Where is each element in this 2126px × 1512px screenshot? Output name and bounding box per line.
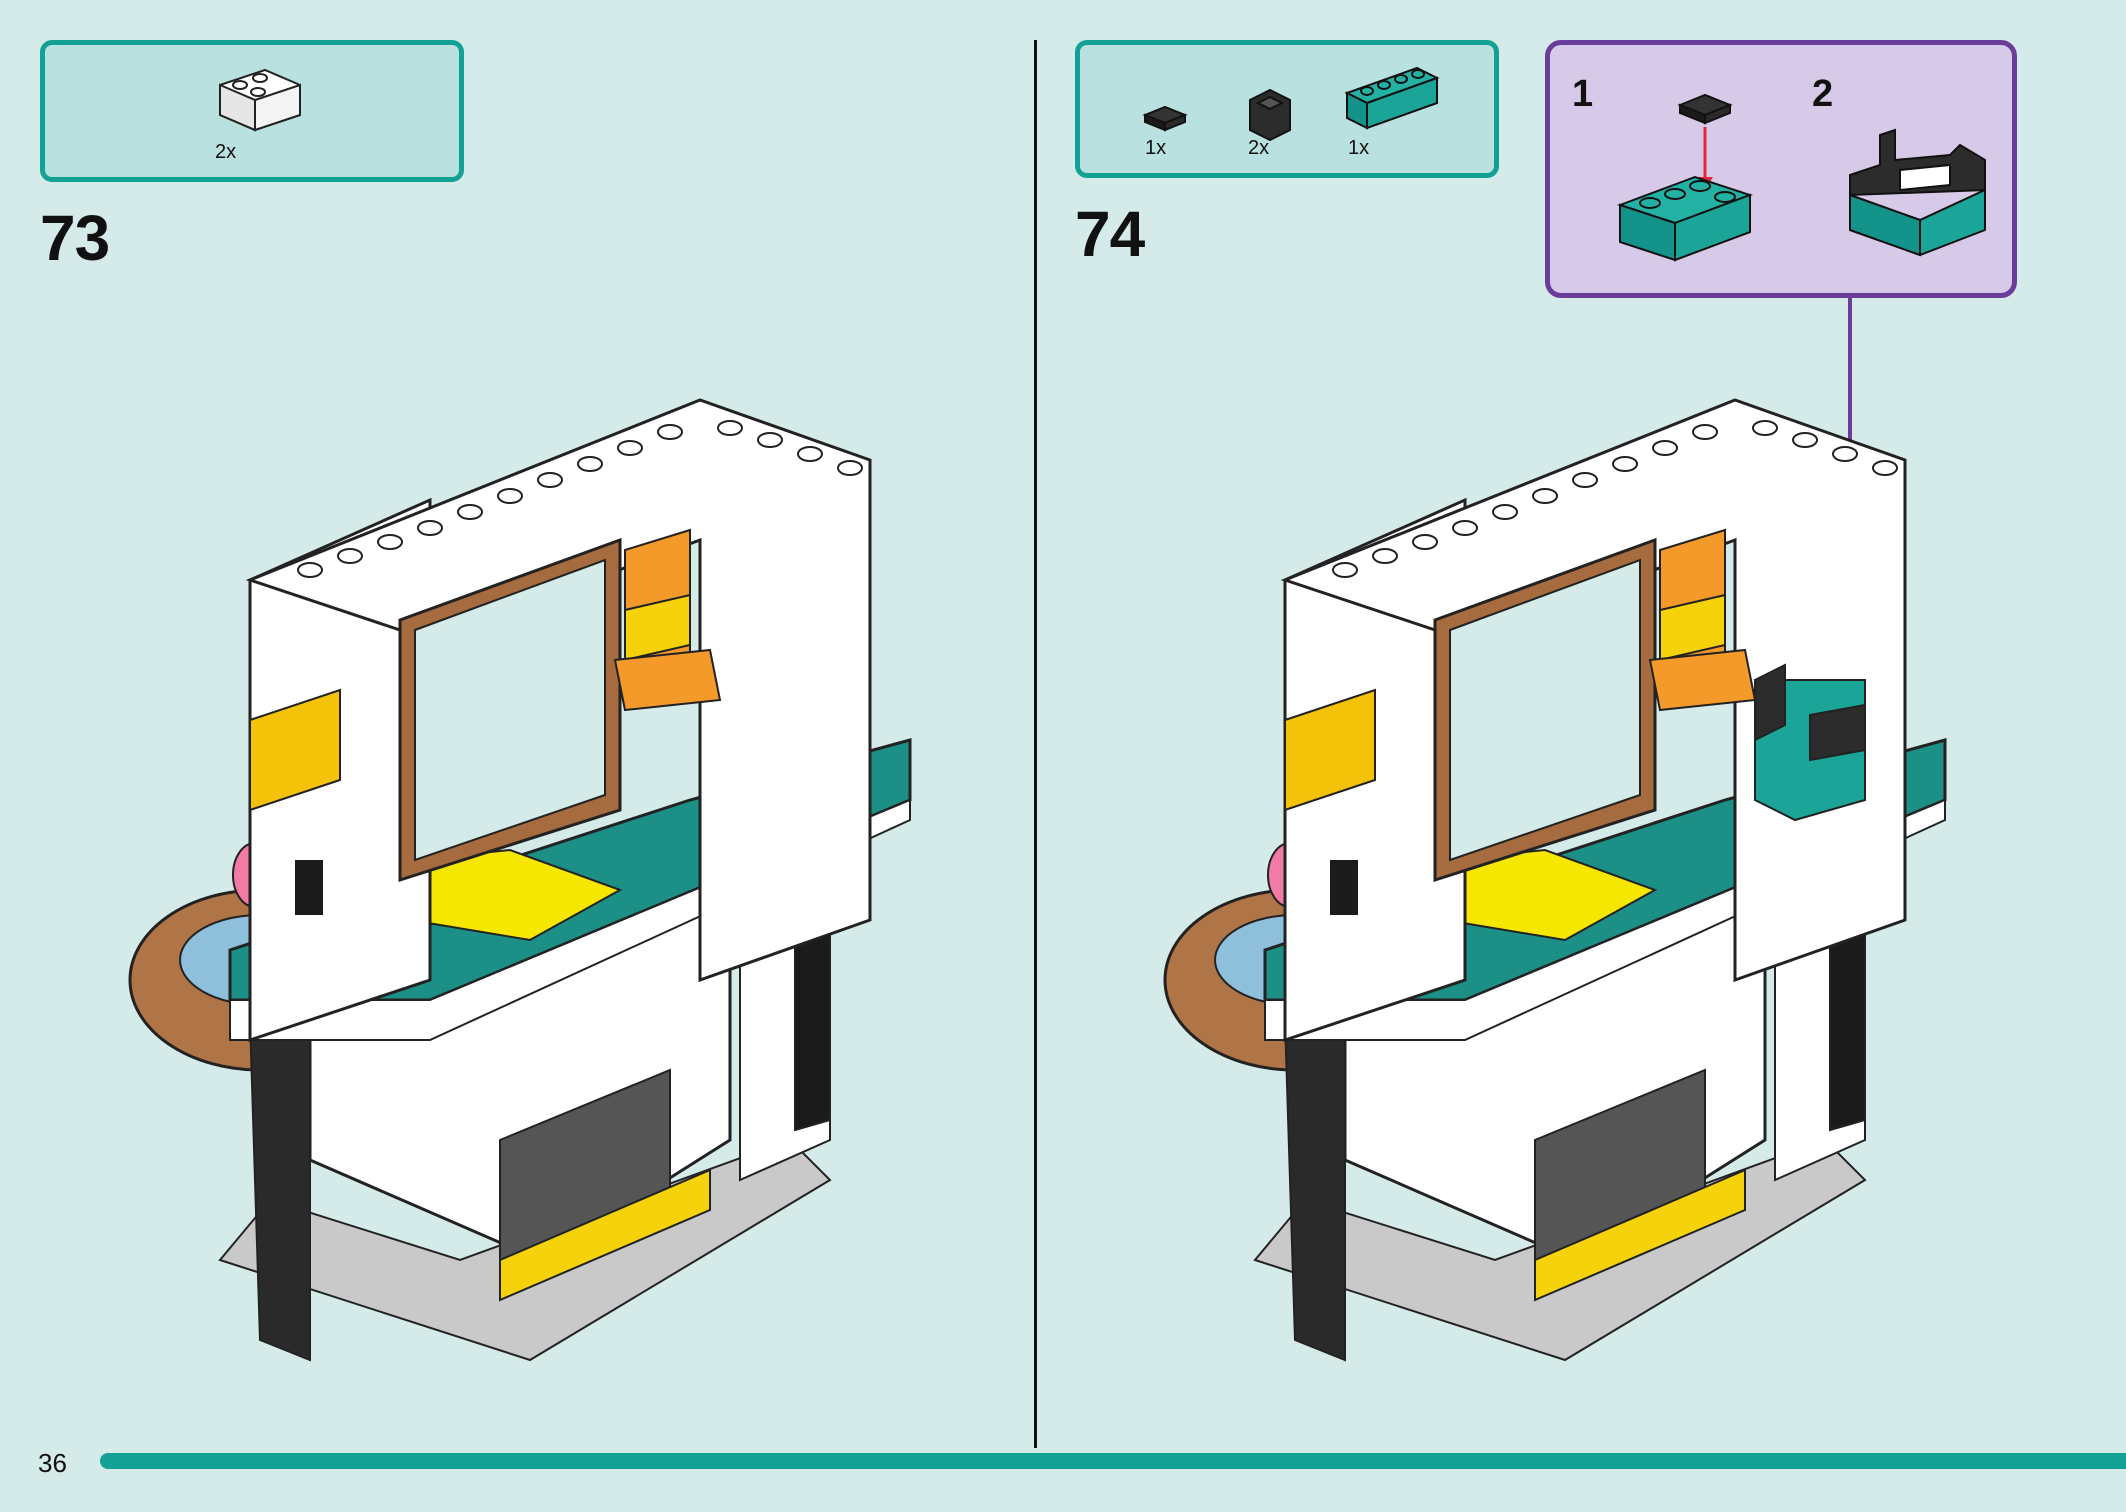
black-tile-icon: [1142, 105, 1188, 132]
substep1-illustration: [1616, 93, 1754, 262]
substep-number: 2: [1812, 73, 1834, 115]
step-number: 74: [1075, 198, 1145, 270]
teal-brick-1x4-icon: [1344, 66, 1440, 130]
step-number: 73: [40, 202, 110, 274]
step74-parts-box: 1x 2x 1x: [1075, 40, 1499, 178]
part-qty: 1x: [1145, 137, 1167, 159]
page-number: 36: [38, 1448, 67, 1478]
step74-model-illustration: [1163, 398, 1947, 1362]
step73-parts-box: 2x: [40, 40, 464, 182]
progress-bar: [100, 1453, 2126, 1469]
part-qty: 2x: [215, 141, 237, 163]
part-qty: 1x: [1348, 137, 1370, 159]
substep-number: 1: [1572, 73, 1594, 115]
substep-callout: 1 2: [1545, 40, 2017, 298]
black-corner-panel-icon: [1249, 88, 1291, 142]
white-slope-brick-icon: [219, 68, 301, 132]
step73-model-illustration: [128, 398, 912, 1362]
page-divider: [1034, 40, 1037, 1448]
part-qty: 2x: [1248, 137, 1270, 159]
substep2-illustration: [1849, 128, 1986, 257]
